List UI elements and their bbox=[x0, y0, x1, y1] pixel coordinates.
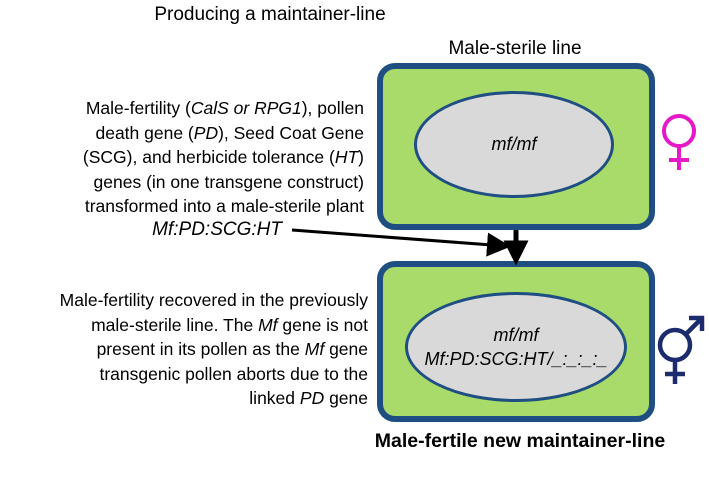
text-line: present in its pollen as the Mf gene bbox=[96, 339, 368, 359]
construct-label: Mf:PD:SCG:HT bbox=[152, 219, 282, 240]
male-sterile-label: Male-sterile line bbox=[448, 38, 582, 59]
male-sterile-genotype-ellipse: mf/mf bbox=[414, 91, 614, 198]
text-line: death gene (PD), Seed Coat Gene bbox=[95, 122, 364, 143]
text-line: Male-fertility recovered in the previous… bbox=[59, 290, 368, 310]
construct-arrow bbox=[291, 228, 511, 257]
text-line: male-sterile line. The Mf gene is not bbox=[91, 314, 368, 335]
maintainer-genotype-line1: mf/mf bbox=[493, 325, 539, 345]
recovery-description: Male-fertility recovered in the previous… bbox=[4, 288, 368, 411]
text-line: transgenic pollen aborts due to the bbox=[99, 363, 368, 384]
hermaphrodite-symbol-icon bbox=[657, 315, 705, 384]
text-line: genes (in one transgene construct) bbox=[93, 171, 364, 192]
text-line: linked PD gene bbox=[249, 388, 368, 408]
text-line: transformed into a male-sterile plant bbox=[84, 196, 364, 216]
text-line: Male-fertility (CalS or RPG1), pollen bbox=[85, 98, 364, 118]
male-sterile-genotype: mf/mf bbox=[491, 134, 537, 154]
transformation-description: Male-fertility (CalS or RPG1), pollen dea… bbox=[4, 96, 364, 219]
maintainer-line-label: Male-fertile new maintainer-line bbox=[374, 430, 666, 452]
female-symbol-icon bbox=[662, 114, 696, 170]
maintainer-genotype-line2: Mf:PD:SCG:HT/_:_:_:_ bbox=[424, 349, 608, 369]
diagram-title: Producing a maintainer-line bbox=[154, 4, 386, 25]
maintainer-genotype-ellipse: mf/mf Mf:PD:SCG:HT/_:_:_:_ bbox=[405, 292, 627, 402]
text-line: (SCG), and herbicide tolerance (HT) bbox=[82, 147, 364, 167]
